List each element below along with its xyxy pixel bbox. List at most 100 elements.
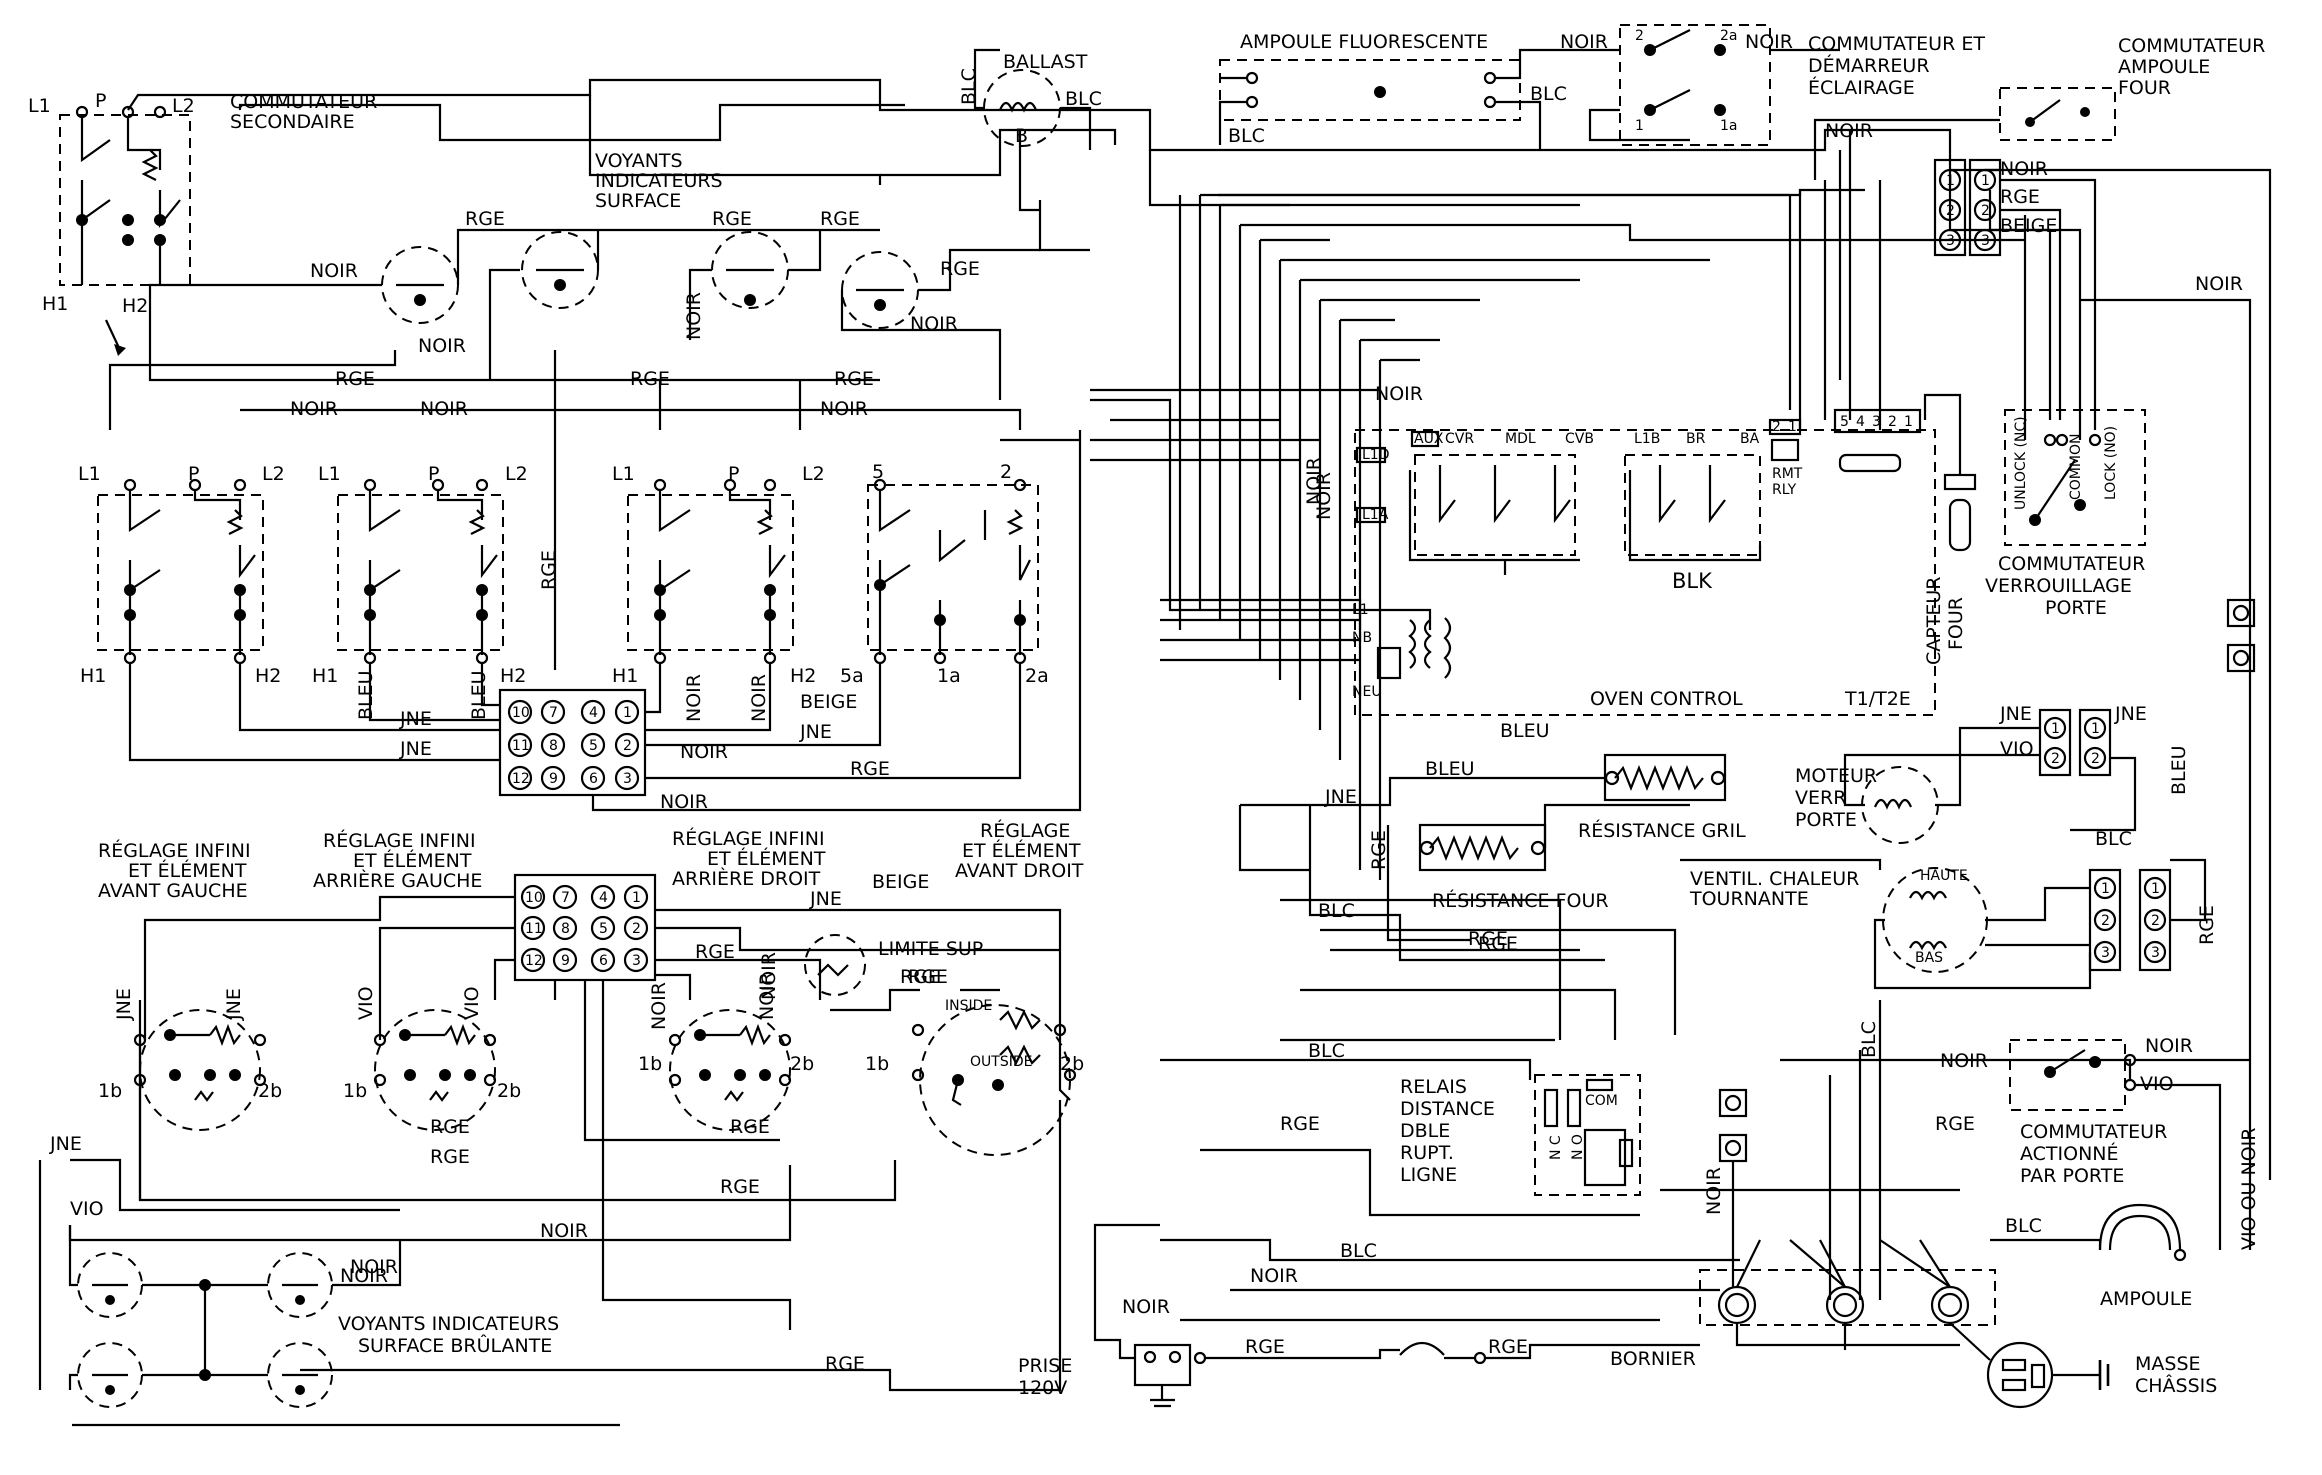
svg-text:RLY: RLY <box>1772 482 1797 498</box>
svg-text:OVEN CONTROL: OVEN CONTROL <box>1590 688 1743 710</box>
surface-switch-4: 5 2 5a 1a 2a <box>840 461 1049 687</box>
top-buses <box>127 78 2000 212</box>
svg-text:JNE: JNE <box>113 988 135 1021</box>
svg-text:VIO OU NOIR: VIO OU NOIR <box>2238 1128 2260 1250</box>
svg-text:BLC: BLC <box>2095 828 2132 850</box>
svg-text:VENTIL. CHALEUR: VENTIL. CHALEUR <box>1690 868 1859 890</box>
svg-text:LOCK (NO): LOCK (NO) <box>2103 426 2119 500</box>
svg-text:RGE: RGE <box>1468 928 1508 950</box>
svg-text:DBLE: DBLE <box>1400 1120 1450 1142</box>
svg-text:VOYANTS INDICATEURS: VOYANTS INDICATEURS <box>338 1313 559 1335</box>
label-sec-l1: L1 <box>28 95 51 117</box>
svg-text:N O: N O <box>1570 1134 1586 1160</box>
svg-text:RELAIS: RELAIS <box>1400 1076 1467 1098</box>
svg-text:BLC: BLC <box>958 68 980 105</box>
svg-text:NOIR: NOIR <box>1940 1050 1988 1072</box>
svg-text:RGE: RGE <box>712 208 752 230</box>
svg-text:12: 12 <box>525 953 543 969</box>
svg-text:PAR PORTE: PAR PORTE <box>2020 1165 2124 1187</box>
surface-switch-3: L1 P L2 H1 H2 <box>612 463 825 687</box>
svg-text:RGE: RGE <box>538 550 560 590</box>
svg-text:L1B: L1B <box>1634 431 1660 447</box>
double-line-relay: COM N C N O RELAIS DISTANCE DBLE RUPT. L… <box>1400 1074 1641 1196</box>
svg-text:L1: L1 <box>1352 602 1369 618</box>
svg-text:BLC: BLC <box>1318 900 1355 922</box>
svg-text:RÉGLAGE INFINI: RÉGLAGE INFINI <box>672 827 825 850</box>
svg-text:L1: L1 <box>318 463 341 485</box>
svg-text:NOIR: NOIR <box>2195 273 2243 295</box>
svg-text:6: 6 <box>599 953 608 969</box>
svg-text:11: 11 <box>512 738 530 754</box>
svg-text:1a: 1a <box>1720 118 1738 134</box>
svg-text:VIO: VIO <box>2000 738 2034 760</box>
svg-text:3: 3 <box>623 771 632 787</box>
svg-text:8: 8 <box>561 921 570 937</box>
svg-text:CAPTEUR: CAPTEUR <box>1923 577 1945 665</box>
svg-text:UNLOCK (NC): UNLOCK (NC) <box>2013 416 2029 510</box>
oven-lamp: AMPOULE BLC <box>1990 1203 2192 1310</box>
svg-text:RMT: RMT <box>1772 466 1803 482</box>
svg-text:NOIR: NOIR <box>1703 1167 1725 1215</box>
svg-text:NOIR: NOIR <box>1313 472 1335 520</box>
svg-text:BLC: BLC <box>2005 1215 2042 1237</box>
svg-text:H1: H1 <box>312 665 338 687</box>
svg-text:VERROUILLAGE: VERROUILLAGE <box>1985 575 2132 597</box>
svg-text:5: 5 <box>599 921 608 937</box>
svg-text:8: 8 <box>549 738 558 754</box>
infinite-control-1: JNE JNE 1b 2b <box>98 988 282 1131</box>
svg-text:BR: BR <box>1686 431 1706 447</box>
svg-text:NOIR: NOIR <box>1250 1265 1298 1287</box>
svg-text:2: 2 <box>2091 751 2100 767</box>
svg-text:7: 7 <box>561 890 570 906</box>
svg-text:BEIGE: BEIGE <box>800 691 857 713</box>
svg-text:NOIR: NOIR <box>683 292 705 340</box>
svg-text:RGE: RGE <box>1280 1113 1320 1135</box>
svg-text:INDICATEURS: INDICATEURS <box>595 170 723 192</box>
svg-text:1: 1 <box>1946 173 1955 189</box>
svg-text:JNE: JNE <box>799 721 832 743</box>
infinite-control-4: INSIDE OUTSIDE 1b 2b <box>865 998 1084 1156</box>
svg-text:VOYANTS: VOYANTS <box>595 150 683 172</box>
svg-text:1: 1 <box>2151 881 2160 897</box>
svg-text:2a: 2a <box>1025 665 1049 687</box>
svg-text:1: 1 <box>623 705 632 721</box>
svg-text:1: 1 <box>1981 173 1990 189</box>
svg-text:BLC: BLC <box>1065 88 1102 110</box>
door-lock-motor: 1 2 1 2 JNE VIO JNE MOTEUR VERR PORTE BL… <box>1795 703 2190 850</box>
svg-text:SECONDAIRE: SECONDAIRE <box>230 111 355 133</box>
svg-text:RGE: RGE <box>850 758 890 780</box>
svg-text:LIMITE SUP: LIMITE SUP <box>878 938 983 960</box>
svg-text:BLC: BLC <box>1858 1021 1880 1058</box>
svg-text:3: 3 <box>1981 233 1990 249</box>
svg-text:RGE: RGE <box>720 1176 760 1198</box>
convection-fan: VENTIL. CHALEUR TOURNANTE HAUTE BAS 1 2 … <box>1680 858 2218 990</box>
svg-text:JNE: JNE <box>2114 703 2147 725</box>
svg-text:ÉCLAIRAGE: ÉCLAIRAGE <box>1808 76 1915 99</box>
svg-text:9: 9 <box>549 771 558 787</box>
svg-text:1b: 1b <box>638 1053 662 1075</box>
svg-text:BORNIER: BORNIER <box>1610 1348 1696 1370</box>
svg-text:RUPT.: RUPT. <box>1400 1142 1454 1164</box>
svg-text:1a: 1a <box>937 665 961 687</box>
svg-text:3: 3 <box>2151 945 2160 961</box>
svg-text:COMMUTATEUR: COMMUTATEUR <box>1998 553 2145 575</box>
svg-text:BEIGE: BEIGE <box>872 871 929 893</box>
svg-text:COMMON: COMMON <box>2068 434 2084 500</box>
svg-text:BA: BA <box>1740 431 1760 447</box>
infinite-control-2: VIO VIO 1b 2b <box>343 986 521 1131</box>
oven-lamp-switch: COMMUTATEUR AMPOULE FOUR NOIR <box>1813 35 2265 180</box>
svg-text:NOIR: NOIR <box>310 260 358 282</box>
svg-text:RGE: RGE <box>820 208 860 230</box>
svg-text:RGE: RGE <box>940 258 980 280</box>
svg-text:L1D: L1D <box>1362 447 1390 463</box>
svg-text:BLEU: BLEU <box>355 670 377 720</box>
middle-wires: BLC RGE BLC NOIR RGE BLC RGE <box>1160 805 2132 1322</box>
ballast: B BALLAST BLC BLC <box>958 48 1102 150</box>
svg-text:2b: 2b <box>1060 1053 1084 1075</box>
svg-text:RGE: RGE <box>2196 905 2218 945</box>
svg-text:MASSE: MASSE <box>2135 1353 2201 1375</box>
svg-text:2: 2 <box>2101 913 2110 929</box>
svg-text:1: 1 <box>2101 881 2110 897</box>
svg-text:L2: L2 <box>262 463 285 485</box>
surface-indicator-title: VOYANTS INDICATEURS SURFACE <box>595 150 723 212</box>
